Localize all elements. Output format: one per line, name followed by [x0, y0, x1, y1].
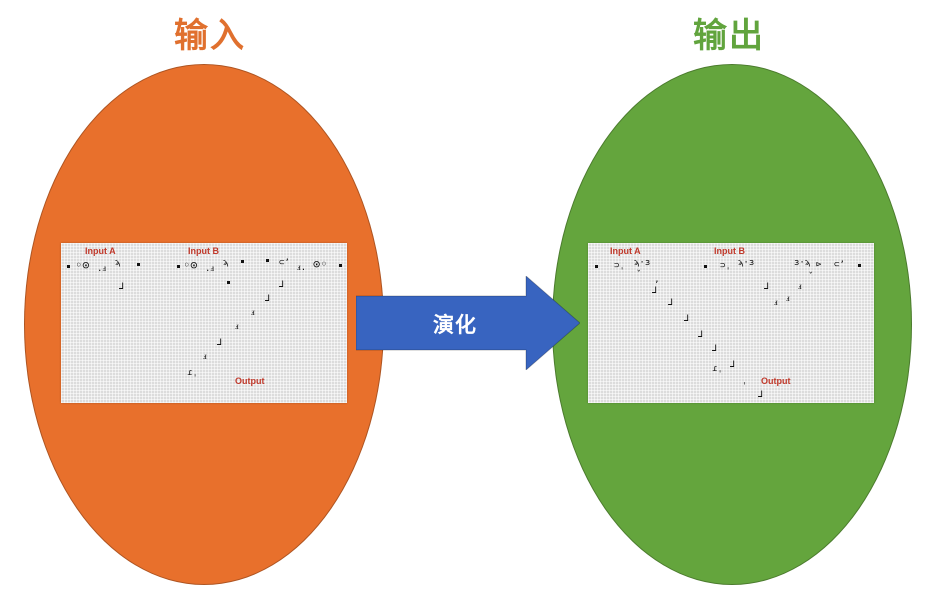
glider: ⅃ [758, 390, 764, 400]
glider: ⅎ [251, 308, 255, 318]
cell-block [177, 265, 180, 268]
input-b-label: Input B [188, 246, 219, 256]
glider: ⅃ [730, 360, 736, 370]
glider: .ⅎ [97, 264, 107, 274]
glider: ⅎ [235, 322, 239, 332]
glider: ⅃ [764, 282, 770, 292]
input-grid-panel: Input A Input B Output ◦⊙ .ⅎ ϡ ⅃ ◦⊙ .ⅎ ϡ… [61, 243, 347, 403]
output-label: Output [235, 376, 265, 386]
cell-block [266, 259, 269, 262]
glider-gun-b: ◦⊙ [183, 258, 198, 272]
glider: ⅃ [119, 282, 125, 292]
evolve-label: 演化 [433, 313, 477, 337]
cell-block [137, 263, 140, 266]
glider: ⅎ [798, 282, 802, 292]
cell-block [241, 260, 244, 263]
eater: ⊂ʼ [279, 258, 290, 268]
cell-block [595, 265, 598, 268]
cell-block [704, 265, 707, 268]
cell-block [339, 264, 342, 267]
eater: ⊂ʼ [834, 260, 845, 270]
glider: ʼ [654, 280, 660, 290]
glider: .ⅎ [205, 264, 215, 274]
glider-gun-b: ϡ·ɜ [738, 258, 755, 268]
glider: ˇ [808, 272, 814, 282]
glider-gun-c: ⊙◦ [313, 257, 328, 271]
cell-block [227, 281, 230, 284]
glider-gun-a: ϡ·ɜ [634, 258, 651, 268]
glider: ⊃ˌ [720, 261, 731, 271]
glider: ⅃ [279, 280, 285, 290]
glider: ⅃ [217, 338, 223, 348]
output-label: Output [761, 376, 791, 386]
input-a-label: Input A [85, 246, 116, 256]
glider-gun-c: ɜ·ϡ [794, 258, 811, 268]
glider: ⅃ [684, 314, 690, 324]
glider: ⅃ [668, 298, 674, 308]
glider-gun-a-right: ϡ [115, 258, 121, 268]
glider: ɾˌ [187, 368, 198, 378]
glider: ⊃ˌ [614, 261, 625, 271]
output-grid-panel: Input A Input B Output ⊃ˌ ϡ·ɜ ˇ ʼ ⅃ ⅃ ⅃ … [588, 243, 874, 403]
glider: ⅎ [774, 298, 778, 308]
arrow-shape [356, 276, 580, 370]
cell-block [858, 264, 861, 267]
glider: ⅎ. [297, 263, 307, 273]
input-b-label: Input B [714, 246, 745, 256]
glider: ɾˌ [712, 364, 723, 374]
output-heading: 输出 [693, 16, 765, 56]
glider: ⅃ [652, 286, 658, 296]
glider: ˇ [636, 270, 642, 280]
glider-gun-a: ◦⊙ [75, 258, 90, 272]
glider: ⅃ [712, 344, 718, 354]
glider: ⅃ [698, 330, 704, 340]
glider: ˌ [742, 376, 748, 386]
glider: ⅎ [786, 294, 790, 304]
glider: ⅎ [203, 352, 207, 362]
evolve-arrow [356, 276, 580, 370]
input-a-label: Input A [610, 246, 641, 256]
glider: ⊳ [816, 260, 822, 270]
glider: ⅃ [265, 294, 271, 304]
glider-gun-b-right: ϡ [223, 258, 229, 268]
input-heading: 输入 [174, 16, 246, 56]
cell-block [67, 265, 70, 268]
